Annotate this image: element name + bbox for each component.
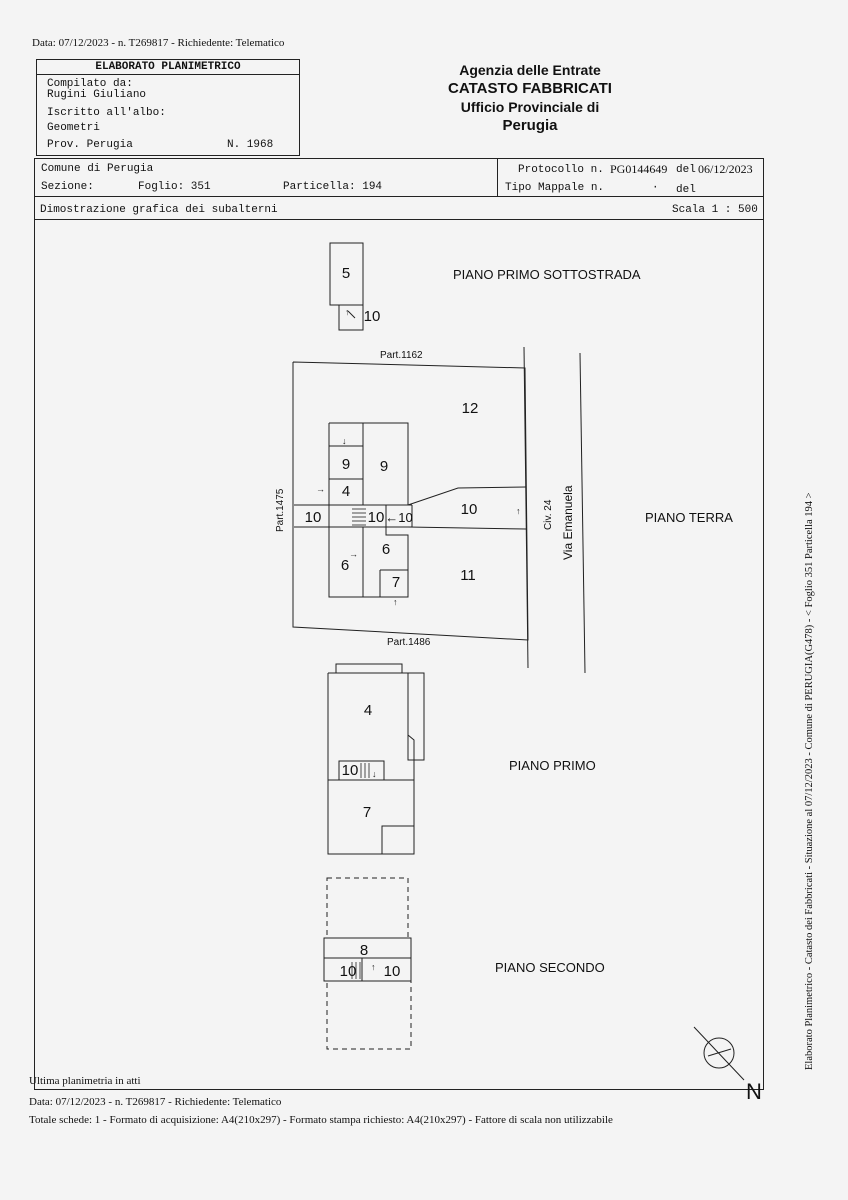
room-label: 7: [363, 804, 371, 821]
compass-icon: [703, 1037, 735, 1069]
footer-last-plan: Ultima planimetria in atti: [29, 1075, 141, 1087]
primo-sub-7-outline: [327, 779, 415, 855]
scale-label: Scala 1 : 500: [672, 204, 758, 216]
svg-text:→: →: [349, 549, 358, 559]
compilato-value: Rugini Giuliano: [47, 89, 147, 101]
form-title: ELABORATO PLANIMETRICO: [95, 61, 241, 73]
agency-name: Agenzia delle Entrate: [459, 62, 601, 78]
agency-block: Agenzia delle Entrate CATASTO FABBRICATI…: [404, 62, 656, 135]
room-label: 11: [460, 567, 476, 584]
side-note: Elaborato Planimetrico - Catasto dei Fab…: [804, 492, 815, 1070]
del2-label: del: [676, 184, 696, 196]
del-label: del: [676, 164, 696, 176]
prov-label: Prov. Perugia: [47, 139, 133, 151]
tipo-mappale-label: Tipo Mappale n.: [505, 182, 605, 194]
room-label: 10: [305, 509, 322, 526]
header-note: Data: 07/12/2023 - n. T269817 - Richiede…: [32, 37, 285, 49]
svg-text:↑: ↑: [371, 962, 376, 972]
protocollo-value: PG0144649: [610, 162, 668, 176]
section-title: Dimostrazione grafica dei subalterni: [40, 204, 278, 216]
particella-label: Particella: 194: [283, 181, 383, 193]
comune-label: Comune di Perugia: [41, 163, 154, 175]
civic-number-label: Civ. 24: [543, 499, 554, 530]
city-label: Perugia: [502, 117, 558, 134]
iscritto-value: Geometri: [47, 122, 100, 134]
protocollo-date: 06/12/2023: [698, 162, 753, 176]
floor-label-secondo: PIANO SECONDO: [495, 960, 605, 975]
room-label: 4: [342, 483, 350, 500]
room-label: 12: [462, 400, 479, 417]
tipo-mappale-dot: ·: [652, 182, 659, 194]
part-1486-label: Part.1486: [387, 637, 431, 648]
north-label: N: [746, 1079, 762, 1104]
floor-label-terra: PIANO TERRA: [645, 510, 733, 525]
document-frame: [34, 158, 764, 1090]
catasto-title: CATASTO FABBRICATI: [448, 80, 612, 97]
iscritto-label: Iscritto all'albo:: [47, 107, 166, 119]
room-label: 9: [380, 458, 388, 475]
part-1475-label: Part.1475: [275, 488, 286, 532]
sezione-label: Sezione:: [41, 181, 94, 193]
room-label: 5: [342, 265, 350, 282]
room-label: ←10: [385, 510, 412, 525]
compilato-label: Compilato da:: [47, 78, 133, 90]
svg-text:→: →: [316, 484, 325, 494]
room-label: 10: [384, 963, 401, 980]
stair-10-outline: [338, 304, 364, 331]
n-label: N. 1968: [227, 139, 274, 151]
room-label: 10: [340, 963, 357, 980]
footer-totals: Totale schede: 1 - Formato di acquisizio…: [29, 1114, 613, 1126]
room-label: 8: [360, 942, 368, 959]
foglio-label: Foglio: 351: [138, 181, 211, 193]
room-label: 10: [364, 308, 381, 325]
lot-outline: [292, 361, 529, 641]
compiler-box: ELABORATO PLANIMETRICO Compilato da: Rug…: [36, 59, 300, 156]
room-label: 6: [382, 541, 390, 558]
svg-text:↑: ↑: [345, 307, 350, 317]
floor-label-primo: PIANO PRIMO: [509, 758, 596, 773]
street-label: Via Emanuela: [561, 485, 575, 560]
svg-text:↑: ↑: [516, 506, 521, 516]
protocollo-label: Protocollo n.: [518, 164, 604, 176]
room-label: 10: [461, 501, 478, 518]
svg-text:↓: ↓: [372, 769, 377, 779]
part-1162-label: Part.1162: [380, 350, 423, 361]
road-line-west: [523, 346, 529, 669]
building-outline: [328, 422, 409, 598]
svg-text:↑: ↑: [393, 597, 398, 607]
room-label: 6: [341, 557, 349, 574]
footer-date: Data: 07/12/2023 - n. T269817 - Richiede…: [29, 1096, 282, 1108]
room-label: 9: [342, 456, 350, 473]
room-label: 10: [368, 509, 385, 526]
ufficio-label: Ufficio Provinciale di: [460, 99, 600, 115]
svg-text:↓: ↓: [342, 436, 347, 446]
room-label: 10: [342, 762, 359, 779]
road-line-east: [579, 352, 586, 674]
floor-label-sottostrada: PIANO PRIMO SOTTOSTRADA: [453, 267, 641, 282]
room-label: 4: [364, 702, 372, 719]
room-label: 7: [392, 574, 400, 591]
